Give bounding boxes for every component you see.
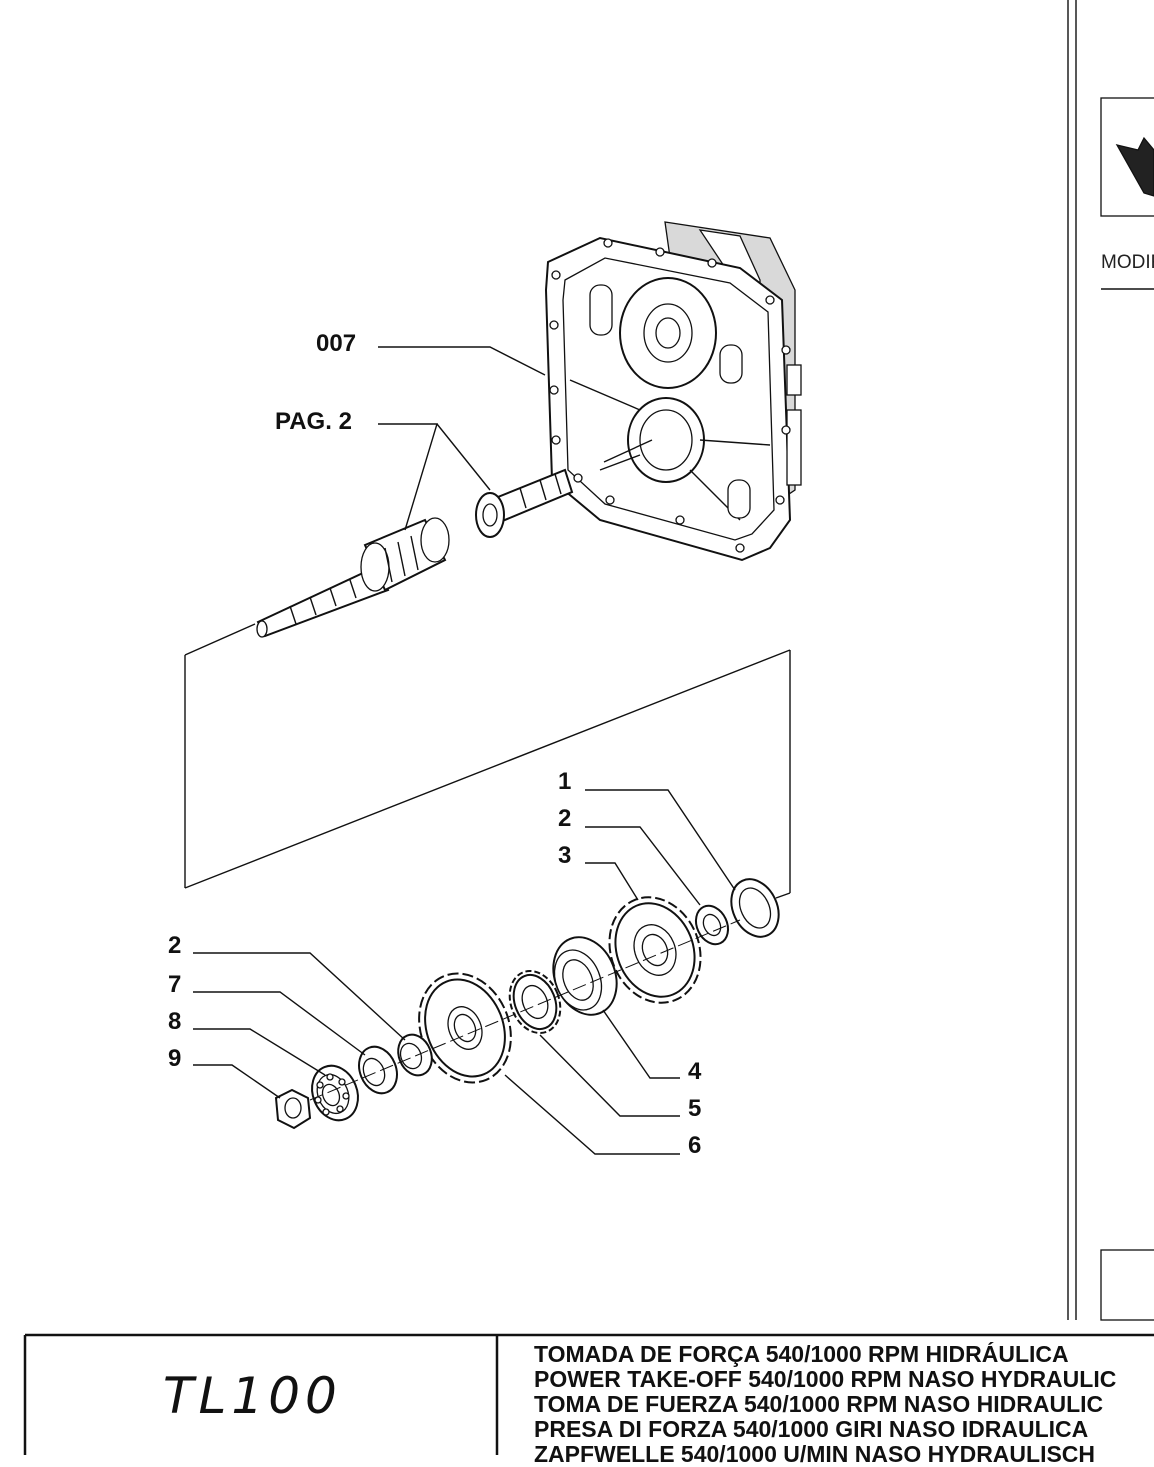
footer-frame bbox=[23, 1333, 1154, 1455]
part-5-hub bbox=[508, 969, 562, 1035]
hand-pointer-icon bbox=[1115, 136, 1154, 197]
modif-label: MODIF bbox=[1101, 252, 1154, 273]
title-line-it: PRESA DI FORZA 540/1000 GIRI NASO IDRAUL… bbox=[534, 1416, 1089, 1442]
part-4-sleeve bbox=[552, 936, 618, 1016]
part-2-spacer-lower bbox=[397, 1033, 433, 1077]
right-bottom-box bbox=[1100, 1249, 1154, 1321]
title-line-pt: TOMADA DE FORÇA 540/1000 RPM HIDRÁULICA bbox=[534, 1342, 1069, 1367]
callout-1: 1 bbox=[558, 768, 571, 795]
callout-4: 4 bbox=[688, 1058, 702, 1085]
pto-shaft-assembly bbox=[256, 439, 653, 638]
callout-7: 7 bbox=[168, 971, 181, 998]
part-9-nut bbox=[274, 1088, 312, 1130]
exploded-frame bbox=[184, 623, 791, 899]
revision-icon-box bbox=[1100, 97, 1154, 217]
callout-007: 007 bbox=[316, 330, 356, 357]
pto-housing bbox=[544, 221, 802, 562]
callout-2-top: 2 bbox=[558, 805, 571, 832]
title-line-es: TOMA DE FUERZA 540/1000 RPM NASO HIDRAUL… bbox=[534, 1391, 1104, 1417]
callout-9: 9 bbox=[168, 1045, 181, 1072]
part-3-gear bbox=[608, 896, 702, 1004]
part-6-large-gear bbox=[418, 972, 512, 1084]
callout-labels: 007 PAG. 2 1 2 3 2 7 8 9 4 5 6 bbox=[168, 330, 702, 1159]
title-block: TOMADA DE FORÇA 540/1000 RPM HIDRÁULICA … bbox=[534, 1342, 1154, 1467]
part-8-bearing bbox=[311, 1064, 359, 1122]
model-code: TL100 bbox=[163, 1367, 342, 1425]
callout-pag-2: PAG. 2 bbox=[275, 408, 352, 435]
title-line-en: POWER TAKE-OFF 540/1000 RPM NASO HYDRAUL… bbox=[534, 1366, 1117, 1392]
callout-3: 3 bbox=[558, 842, 571, 869]
assembly-axis-line bbox=[309, 919, 741, 1101]
part-7-ring bbox=[358, 1045, 398, 1095]
callout-6: 6 bbox=[688, 1132, 701, 1159]
part-1-seal-ring bbox=[730, 878, 780, 938]
callout-2-left: 2 bbox=[168, 932, 181, 959]
leader-lines bbox=[193, 346, 736, 1155]
callout-5: 5 bbox=[688, 1095, 701, 1122]
callout-8: 8 bbox=[168, 1008, 181, 1035]
